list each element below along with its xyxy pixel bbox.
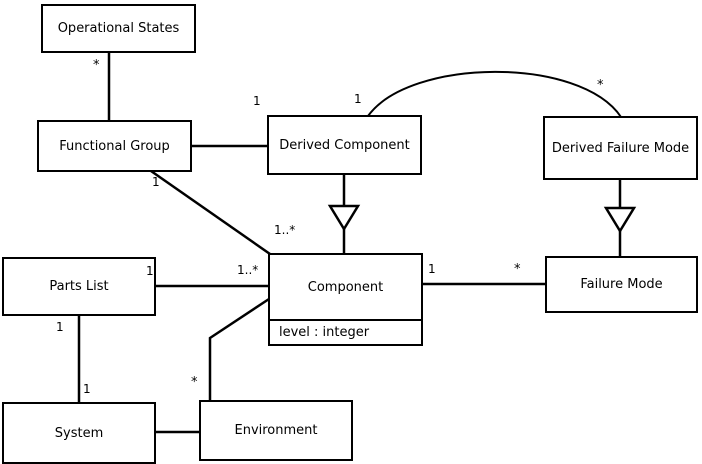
class-name-derived-failure-mode: Derived Failure Mode — [551, 140, 690, 156]
class-box-system[interactable]: System — [2, 402, 156, 464]
class-box-environment[interactable]: Environment — [199, 400, 353, 461]
class-name-operational-states: Operational States — [57, 21, 180, 36]
multiplicity-parts-list-system-bottom: 1 — [83, 382, 91, 396]
class-box-derived-failure-mode[interactable]: Derived Failure Mode — [543, 116, 698, 180]
edge-component-environment — [208, 297, 270, 401]
class-box-functional-group[interactable]: Functional Group — [37, 120, 192, 172]
class-name-parts-list: Parts List — [49, 279, 109, 294]
multiplicity-parts-list-component-one: 1 — [146, 264, 154, 278]
generalization-triangle-derived-component — [327, 204, 361, 232]
multiplicity-component-environment-star: * — [191, 375, 198, 390]
class-box-operational-states[interactable]: Operational States — [41, 4, 196, 53]
multiplicity-derived-component-arc-one: 1 — [354, 92, 362, 106]
class-name-system: System — [54, 425, 104, 441]
multiplicity-functional-group-derived-component: 1 — [253, 94, 261, 108]
class-name-failure-mode: Failure Mode — [580, 277, 663, 292]
multiplicity-operational-states-functional-group: * — [93, 58, 100, 73]
multiplicity-derived-failure-mode-arc-star: * — [597, 78, 604, 93]
class-name-derived-component: Derived Component — [279, 137, 410, 153]
class-attribute-component-level: level : integer — [270, 319, 421, 344]
multiplicity-component-failure-mode-one: 1 — [428, 262, 436, 276]
edge-derived-component-derived-failure-mode — [367, 70, 622, 118]
edge-functional-group-component — [150, 169, 271, 256]
class-box-parts-list[interactable]: Parts List — [2, 257, 156, 316]
class-box-failure-mode[interactable]: Failure Mode — [545, 256, 698, 313]
class-name-environment: Environment — [234, 423, 318, 438]
class-box-component[interactable]: Component level : integer — [268, 253, 423, 346]
multiplicity-parts-list-system-top: 1 — [56, 320, 64, 334]
multiplicity-parts-list-component-onestar: 1..* — [237, 263, 259, 277]
class-box-derived-component[interactable]: Derived Component — [267, 115, 422, 175]
multiplicity-functional-group-component-onestar: 1..* — [274, 223, 296, 237]
multiplicity-component-failure-mode-star: * — [514, 262, 521, 277]
class-name-component: Component — [307, 279, 384, 295]
class-name-functional-group: Functional Group — [59, 138, 170, 154]
multiplicity-functional-group-component-one: 1 — [152, 175, 160, 189]
generalization-triangle-derived-failure-mode — [603, 206, 637, 234]
